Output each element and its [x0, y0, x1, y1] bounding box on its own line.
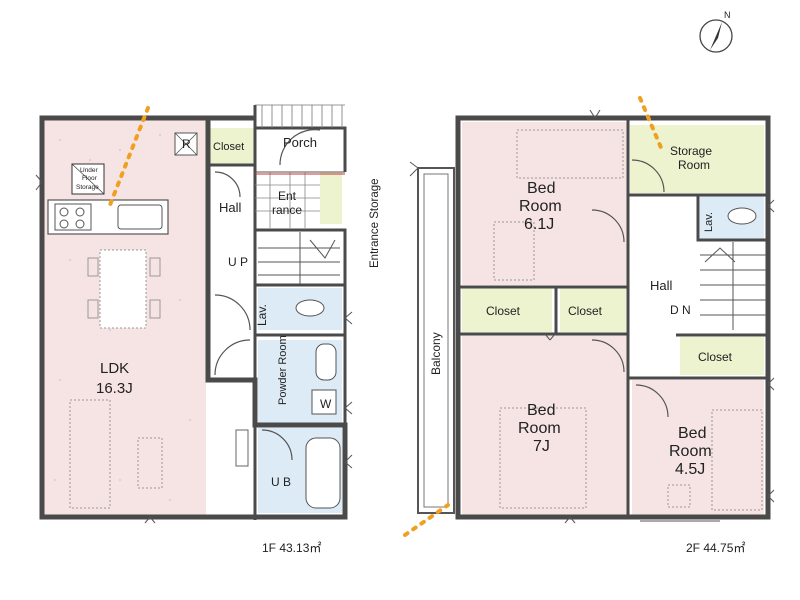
closet-1f-label: Closet [213, 141, 244, 153]
under-floor-line1: Under [80, 167, 99, 174]
dotted-line-2f-bottom [403, 503, 450, 537]
storage-door [631, 159, 665, 193]
bedroom-3-door [635, 384, 669, 418]
dotted-line-1f [106, 106, 150, 212]
ldk-size: 16.3J [96, 380, 133, 397]
toilet-2f-icon [727, 207, 757, 225]
bed-1 [516, 129, 624, 179]
up-label: U P [228, 255, 248, 269]
bed-2 [499, 407, 587, 509]
floor2-area-label: 2F 44.75㎡ [686, 541, 745, 555]
closet-1f-fill [210, 128, 254, 164]
bed-3 [711, 409, 763, 511]
low-table [137, 437, 163, 489]
compass-north-label: N [724, 10, 731, 20]
bedroom-1-line1: Bed [527, 180, 555, 197]
porch-label: Porch [283, 135, 317, 150]
entrance-storage-label: Entrance Storage [369, 178, 381, 268]
porch-door [279, 129, 321, 166]
balcony-label: Balcony [429, 332, 443, 375]
bedroom-2-size: 7J [533, 438, 550, 455]
closet-a-label: Closet [486, 304, 521, 318]
closet-1f-door [214, 171, 241, 198]
bedroom-1-line2: Room [519, 198, 562, 215]
bedroom-3-fill [632, 380, 764, 515]
bathtub-icon [305, 437, 341, 509]
toilet-1f-icon [295, 299, 325, 317]
closet-c-fill [680, 337, 764, 375]
closet-a-fill [462, 288, 552, 332]
washbasin-icon [315, 343, 337, 381]
floor1-area-label: 1F 43.13㎡ [262, 541, 321, 555]
desk-3 [667, 484, 691, 508]
bedroom-2-line1: Bed [527, 402, 555, 419]
w-mark: W [320, 397, 332, 411]
stove-icon [54, 203, 92, 231]
dining-table [99, 249, 147, 329]
ldk-texture [54, 134, 191, 501]
lav-2f-label: Lav. [703, 212, 715, 232]
sofa [69, 399, 111, 509]
closet-b-label: Closet [568, 304, 603, 318]
bedroom-1-size: 6.1J [524, 216, 554, 233]
window-ticks-1f [35, 174, 353, 524]
powder-room-label: Powder Room [277, 335, 289, 405]
bedroom-1-fill [462, 122, 627, 285]
dotted-line-2f-top [638, 96, 664, 152]
closet-b-fill [560, 288, 626, 332]
entrance-tiles [255, 172, 320, 228]
stairs-1f [258, 232, 340, 284]
dn-label: D N [670, 303, 691, 317]
entrance-line1: Ent [278, 189, 297, 203]
storage-room-line2: Room [678, 158, 710, 172]
ub-label: U B [271, 475, 291, 489]
desk-1 [493, 221, 535, 281]
bedroom-3-line2: Room [669, 443, 712, 460]
entrance-storage-fill [320, 172, 342, 224]
entrance-line2: rance [272, 203, 302, 217]
sink [117, 204, 163, 230]
floor-1: Under Floor Storage R Closet Porch Ent r… [35, 104, 381, 555]
bedroom-2-door [591, 339, 625, 373]
bedroom-3-line1: Bed [678, 425, 706, 442]
lav-1f-label: Lav. [255, 304, 269, 326]
ldk-name: LDK [100, 360, 129, 377]
window-ticks-2f [409, 109, 775, 524]
storage-room-line1: Storage [670, 144, 712, 158]
stairs-2f [700, 242, 766, 330]
porch-tiles [255, 104, 345, 128]
hall-2f-label: Hall [650, 278, 673, 293]
closet-c-label: Closet [698, 350, 733, 364]
tv-board [235, 429, 249, 467]
ub-door [261, 429, 293, 461]
under-floor-line3: Storage [76, 184, 99, 191]
lav-door [214, 294, 251, 331]
powder-door [214, 339, 251, 376]
bedroom-1-door [591, 209, 625, 243]
floor-2: Bed Room 6.1J Storage Room Lav. Hall D N… [403, 96, 775, 555]
compass-icon: N [699, 10, 733, 53]
bedroom-2-fill [462, 335, 628, 515]
bedroom-2-line2: Room [518, 420, 561, 437]
bedroom-3-size: 4.5J [675, 461, 705, 478]
washer-box [311, 389, 337, 415]
storage-room-fill [630, 125, 764, 193]
hall-1f-label: Hall [219, 200, 242, 215]
r-mark: R [182, 137, 191, 151]
hall-1f-fill [208, 165, 254, 380]
under-floor-line2: Floor [82, 175, 98, 182]
